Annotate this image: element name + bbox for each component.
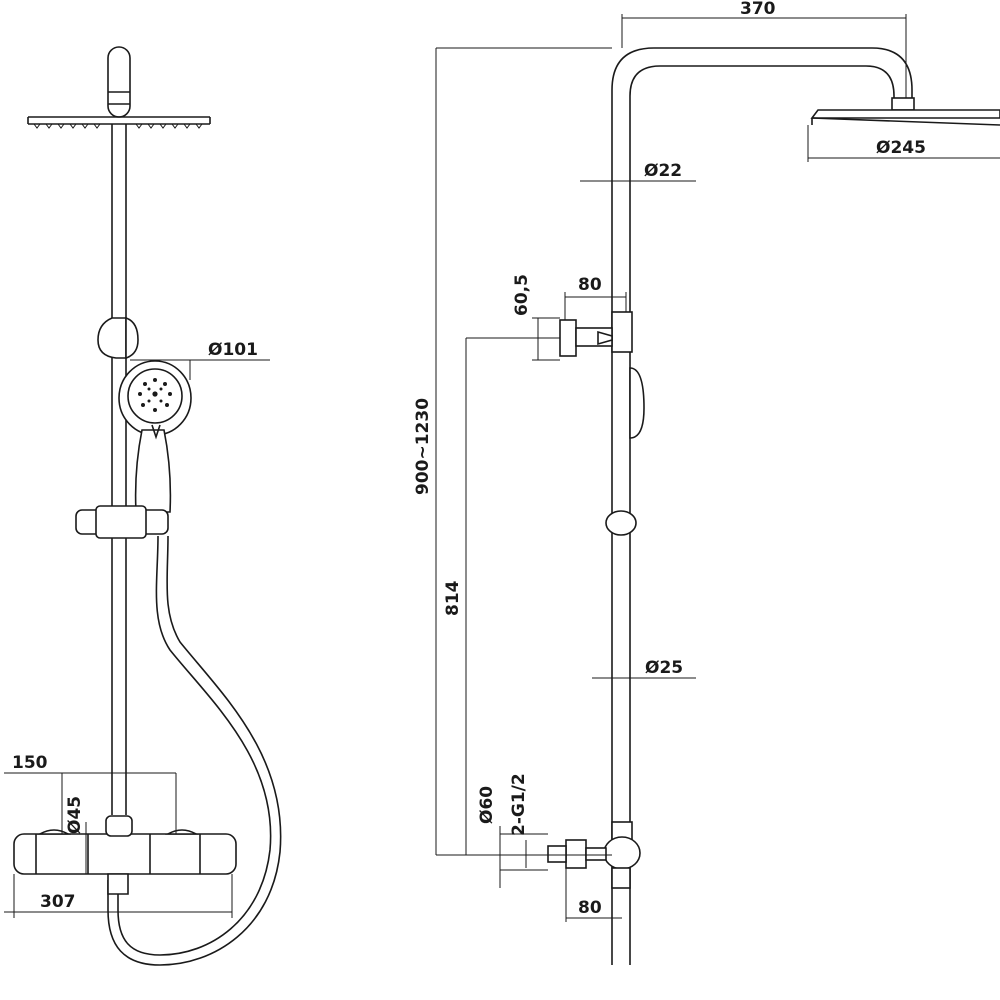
dim-bar-diameter: Ø25 (645, 658, 683, 678)
riser-top-cap (107, 46, 131, 118)
thermostatic-mixer (13, 815, 237, 895)
dim-mixer-length: 307 (40, 892, 76, 912)
dim-head-spacing: 370 (740, 0, 776, 19)
dim-inlet-spacing: 150 (12, 753, 48, 773)
dim-height-range: 900~1230 (413, 398, 433, 495)
overhead-shower-plate (27, 116, 211, 129)
shower-hose (107, 535, 282, 966)
front-view (4, 46, 282, 966)
dim-mixer-diameter: Ø45 (65, 796, 85, 834)
dim-bracket-depth-top: 80 (578, 275, 602, 295)
overhead-arm-inner (629, 65, 895, 965)
dim-handshower-diameter: Ø101 (208, 340, 258, 360)
dim-head-diameter: Ø245 (876, 138, 926, 158)
dim-bracket-depth-bottom: 80 (578, 898, 602, 918)
bottom-wall-connector (547, 821, 641, 889)
hand-shower-side (629, 367, 645, 439)
overhead-shower-side (810, 109, 1000, 126)
hand-shower (118, 360, 192, 513)
dim-inlet-size: 2-G1/2 (509, 773, 529, 836)
dim-slide-height: 814 (443, 580, 463, 616)
dim-connector-diameter: Ø60 (477, 786, 497, 824)
slider-knob-side (605, 510, 637, 536)
top-wall-bracket (559, 311, 633, 357)
head-connector (891, 97, 915, 111)
upper-holder (97, 317, 127, 359)
overhead-arm-outer (611, 47, 913, 965)
side-view (435, 14, 1000, 965)
dim-bracket-offset-height: 60,5 (512, 274, 532, 316)
dim-top-pipe-diameter: Ø22 (644, 161, 682, 181)
